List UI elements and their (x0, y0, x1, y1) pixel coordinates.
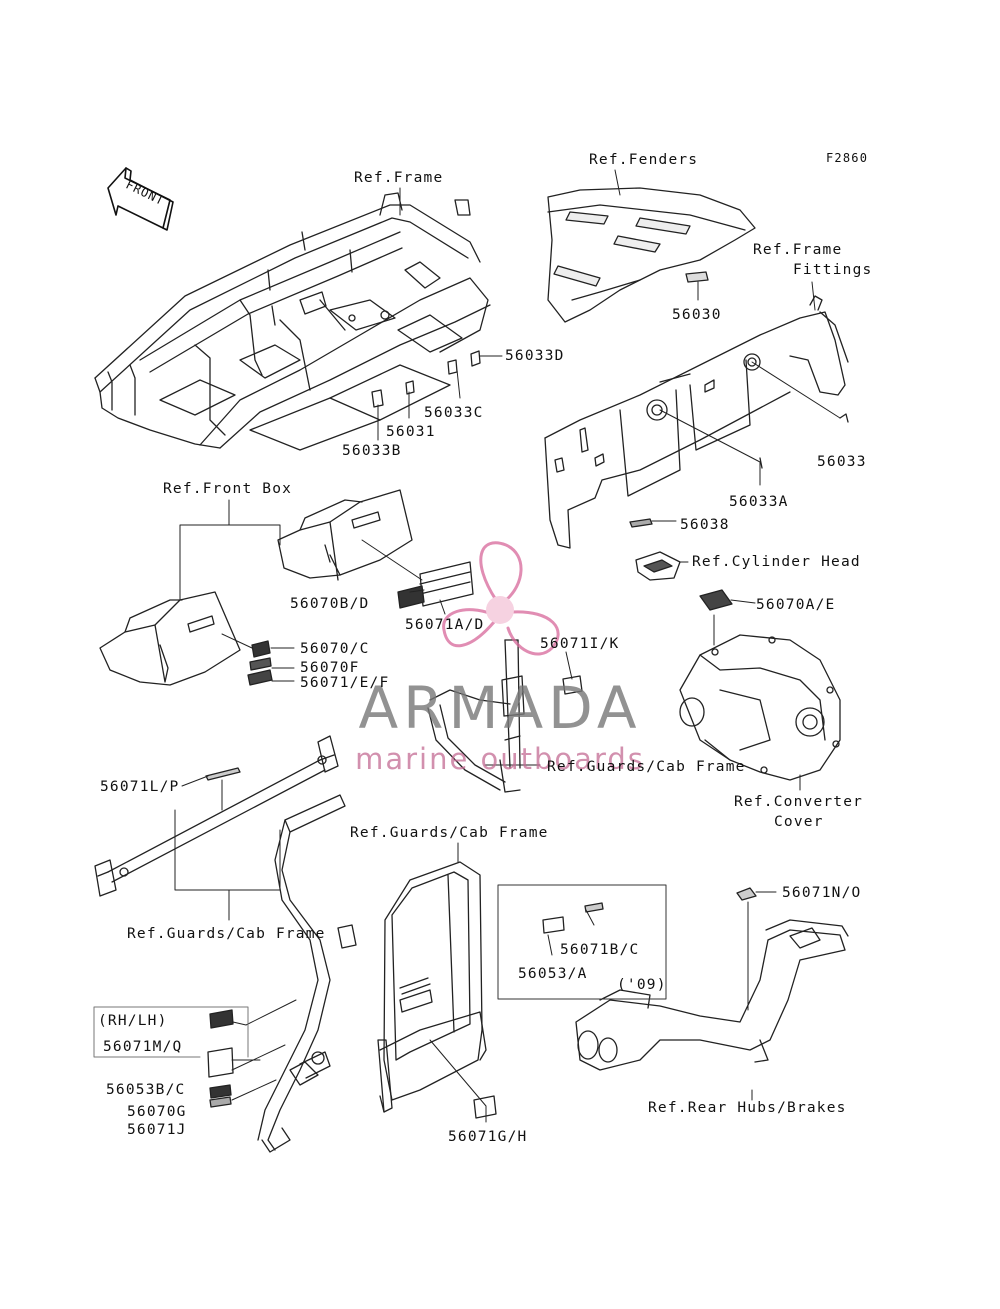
ref-converter-cover-label-line1: Ref.Converter (734, 794, 864, 810)
side-guard-drawing (257, 794, 357, 1153)
front-arrow-icon: FRONT (107, 167, 174, 231)
part-56070A-E: 56070A/E (756, 597, 836, 613)
part-56071B-C: 56071B/C (560, 942, 640, 958)
bar-drawing (94, 735, 339, 897)
propeller-logo-icon (442, 541, 560, 656)
part-56070F: 56070F (300, 660, 360, 676)
watermark-subtitle: marine outboards (355, 742, 645, 776)
year-09-note: ('09) (617, 977, 667, 993)
front-box-lower-drawing (99, 591, 241, 686)
part-56071L-P: 56071L/P (100, 779, 180, 795)
figure-code: F2860 (826, 151, 869, 165)
part-56071-E-F: 56071/E/F (300, 675, 390, 691)
part-56071J: 56071J (127, 1122, 187, 1138)
part-56071I-K: 56071I/K (540, 636, 620, 652)
part-56053B-C: 56053B/C (106, 1082, 186, 1098)
guard-mid-drawing (427, 639, 525, 793)
part-56033D: 56033D (505, 348, 565, 364)
rh-lh-note: (RH/LH) (98, 1013, 168, 1029)
part-56033: 56033 (817, 454, 867, 470)
part-56033A: 56033A (729, 494, 789, 510)
part-56031: 56031 (386, 424, 436, 440)
part-56071M-Q: 56071M/Q (103, 1039, 183, 1055)
ref-guards-cab-frame-center-label: Ref.Guards/Cab Frame (350, 825, 549, 841)
converter-cover-drawing (679, 634, 841, 781)
rh-lh-box (93, 1006, 249, 1058)
cylinder-head-drawing (635, 551, 681, 581)
ref-front-box-label: Ref.Front Box (163, 481, 293, 497)
ref-rear-hubs-brakes-label: Ref.Rear Hubs/Brakes (648, 1100, 847, 1116)
fenders-drawing (547, 187, 756, 323)
part-56038: 56038 (680, 517, 730, 533)
part-56070B-D: 56070B/D (290, 596, 370, 612)
leader-lines (174, 169, 841, 1123)
ref-frame-label: Ref.Frame (354, 170, 444, 186)
frame-fittings-drawing (544, 295, 849, 549)
ref-fenders-label: Ref.Fenders (589, 152, 699, 168)
part-56071N-O: 56071N/O (782, 885, 862, 901)
part-56030: 56030 (672, 307, 722, 323)
ref-converter-cover-label-line2: Cover (774, 814, 824, 830)
year-09-box (497, 884, 667, 1000)
ref-cylinder-head-label: Ref.Cylinder Head (692, 554, 861, 570)
ref-frame-fittings-label-line2: Fittings (793, 262, 873, 278)
part-56071A-D: 56071A/D (405, 617, 485, 633)
part-56070-C: 56070/C (300, 641, 370, 657)
watermark-title: ARMADA (358, 674, 642, 742)
part-56071G-H: 56071G/H (448, 1129, 528, 1145)
ref-guards-cab-frame-left-label: Ref.Guards/Cab Frame (127, 926, 326, 942)
part-56053-A: 56053/A (518, 966, 588, 982)
part-56070G: 56070G (127, 1104, 187, 1120)
front-box-upper-drawing (277, 489, 413, 581)
ref-frame-fittings-label-line1: Ref.Frame (753, 242, 843, 258)
decals (205, 350, 849, 1119)
rear-hub-frame-drawing (575, 919, 849, 1071)
door-frame-drawing (377, 861, 487, 1113)
part-56033B: 56033B (342, 443, 402, 459)
ref-guards-cab-frame-mid-label: Ref.Guards/Cab Frame (547, 759, 746, 775)
part-56033C: 56033C (424, 405, 484, 421)
